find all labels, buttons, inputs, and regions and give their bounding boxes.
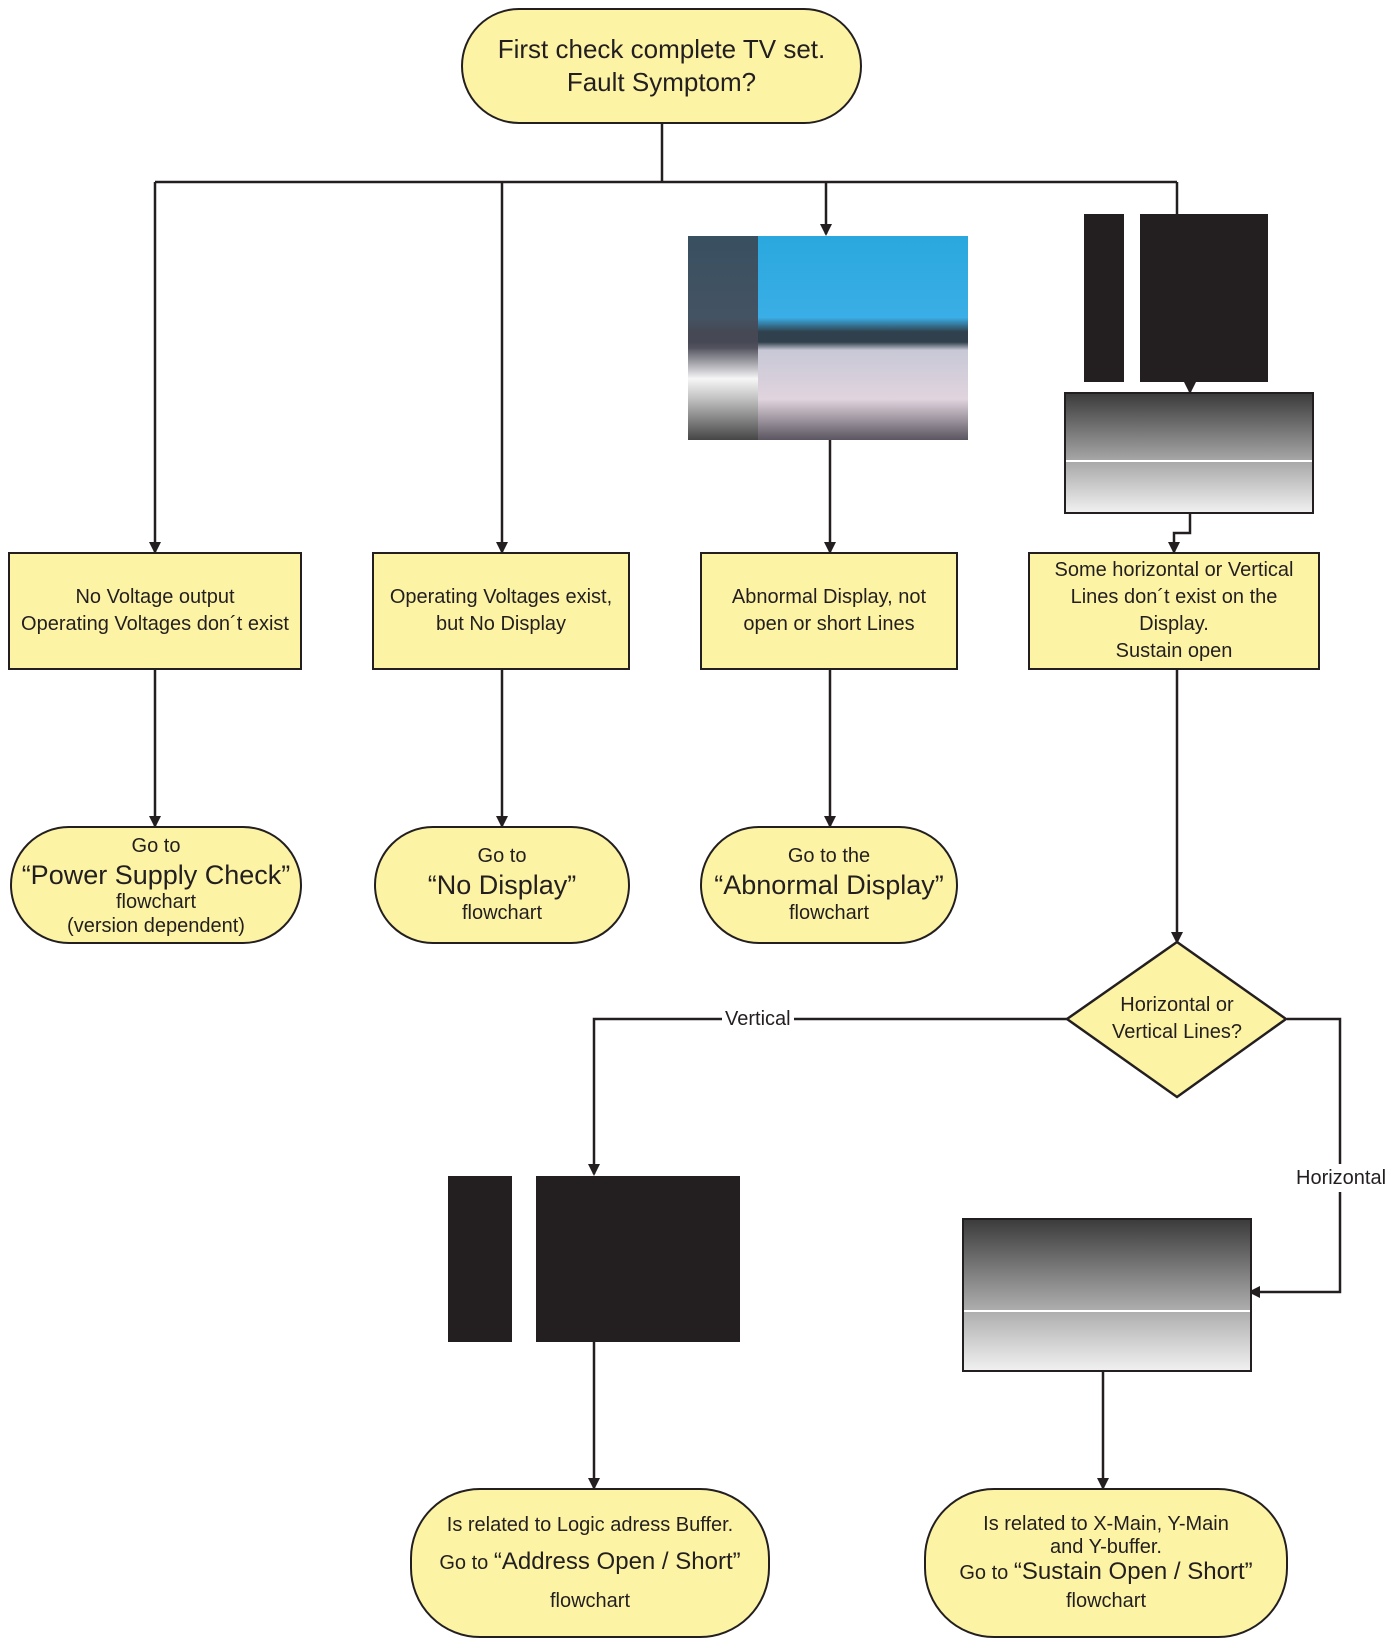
symptom-no-voltage: No Voltage output Operating Voltages don… [8,552,302,670]
symptom-sustain-open: Some horizontal or Vertical Lines don´t … [1028,552,1320,670]
sustain-result-line-2: and Y-buffer. [1050,1536,1162,1558]
horizontal-line-fault-image-lower [962,1218,1252,1372]
edge-label-vertical: Vertical [722,1007,794,1031]
vertical-line-fault-image-lower [448,1176,740,1342]
no-display-line-2: but No Display [435,613,567,635]
vertical-white-line [1124,214,1140,382]
no-display-result-line-3: flowchart [461,902,543,924]
start-line-2: Fault Symptom? [566,67,757,97]
photo-shadow [688,236,758,440]
result-power-supply-check: Go to “Power Supply Check” flowchart (ve… [10,826,302,944]
address-go-to: Go to [439,1552,494,1574]
symptom-no-display: Operating Voltages exist, but No Display [372,552,630,670]
result-no-display: Go to “No Display” flowchart [374,826,630,944]
result-sustain-open-short: Is related to X-Main, Y-Main and Y-buffe… [924,1488,1288,1638]
result-address-open-short: Is related to Logic adress Buffer. Go to… [410,1488,770,1638]
abnormal-line-2: open or short Lines [743,613,915,635]
address-line-3: flowchart [549,1590,631,1612]
arrow-horizontal-image-to-sustain-box [1168,514,1192,554]
abnormal-display-photo [688,236,968,440]
address-line-1: Is related to Logic adress Buffer. [446,1514,734,1536]
no-display-result-line-1: Go to [477,845,527,867]
vertical-line-fault-image [1084,214,1268,382]
no-display-result-line-2: “No Display” [427,870,577,900]
start-terminator: First check complete TV set. Fault Sympt… [461,8,862,124]
horizontal-white-line-lower [964,1310,1250,1312]
abnormal-result-line-2: “Abnormal Display” [714,870,944,900]
decision-diamond [1064,940,1289,1099]
no-voltage-line-2: Operating Voltages don´t exist [21,613,289,635]
decision-label: Horizontal or Vertical Lines? [1077,992,1277,1046]
symptom-abnormal-display: Abnormal Display, not open or short Line… [700,552,958,670]
sustain-line-3: Display. [1139,613,1209,635]
vertical-white-line-lower [512,1176,536,1342]
power-supply-line-1: Go to [131,834,181,857]
sustain-line-1: Some horizontal or Vertical [1054,559,1294,581]
no-display-line-1: Operating Voltages exist, [389,586,613,608]
address-flowchart-name: “Address Open / Short” [493,1548,741,1575]
arrow-decision-vertical-branch [588,1017,1067,1176]
sustain-result-line-1: Is related to X-Main, Y-Main [983,1513,1229,1535]
start-line-1: First check complete TV set. [497,34,826,64]
power-supply-line-4: (version dependent) [67,914,245,937]
sustain-line-4: Sustain open [1115,640,1233,662]
no-voltage-line-1: No Voltage output [75,586,235,608]
sustain-flowchart-name: “Sustain Open / Short” [1013,1558,1253,1585]
sustain-result-line-4: flowchart [1065,1590,1147,1612]
abnormal-result-line-1: Go to the [787,845,871,867]
horizontal-white-line [1066,460,1312,462]
sustain-go-to: Go to [959,1562,1014,1584]
arrow-decision-horizontal-branch [1248,1017,1342,1298]
result-abnormal-display: Go to the “Abnormal Display” flowchart [700,826,958,944]
abnormal-result-line-3: flowchart [788,902,870,924]
decision-line-2: Vertical Lines? [1111,1021,1243,1043]
decision-line-1: Horizontal or [1120,994,1234,1016]
edge-label-horizontal: Horizontal [1296,1164,1387,1192]
address-line-2: Go to “Address Open / Short” [439,1543,740,1583]
sustain-line-2: Lines don´t exist on the [1070,586,1278,608]
horizontal-line-fault-image [1064,392,1314,514]
power-supply-line-2: “Power Supply Check” [21,859,291,890]
power-supply-line-3: flowchart [115,890,197,913]
abnormal-line-1: Abnormal Display, not [731,586,927,608]
sustain-result-line-3: Go to “Sustain Open / Short” [959,1558,1252,1588]
